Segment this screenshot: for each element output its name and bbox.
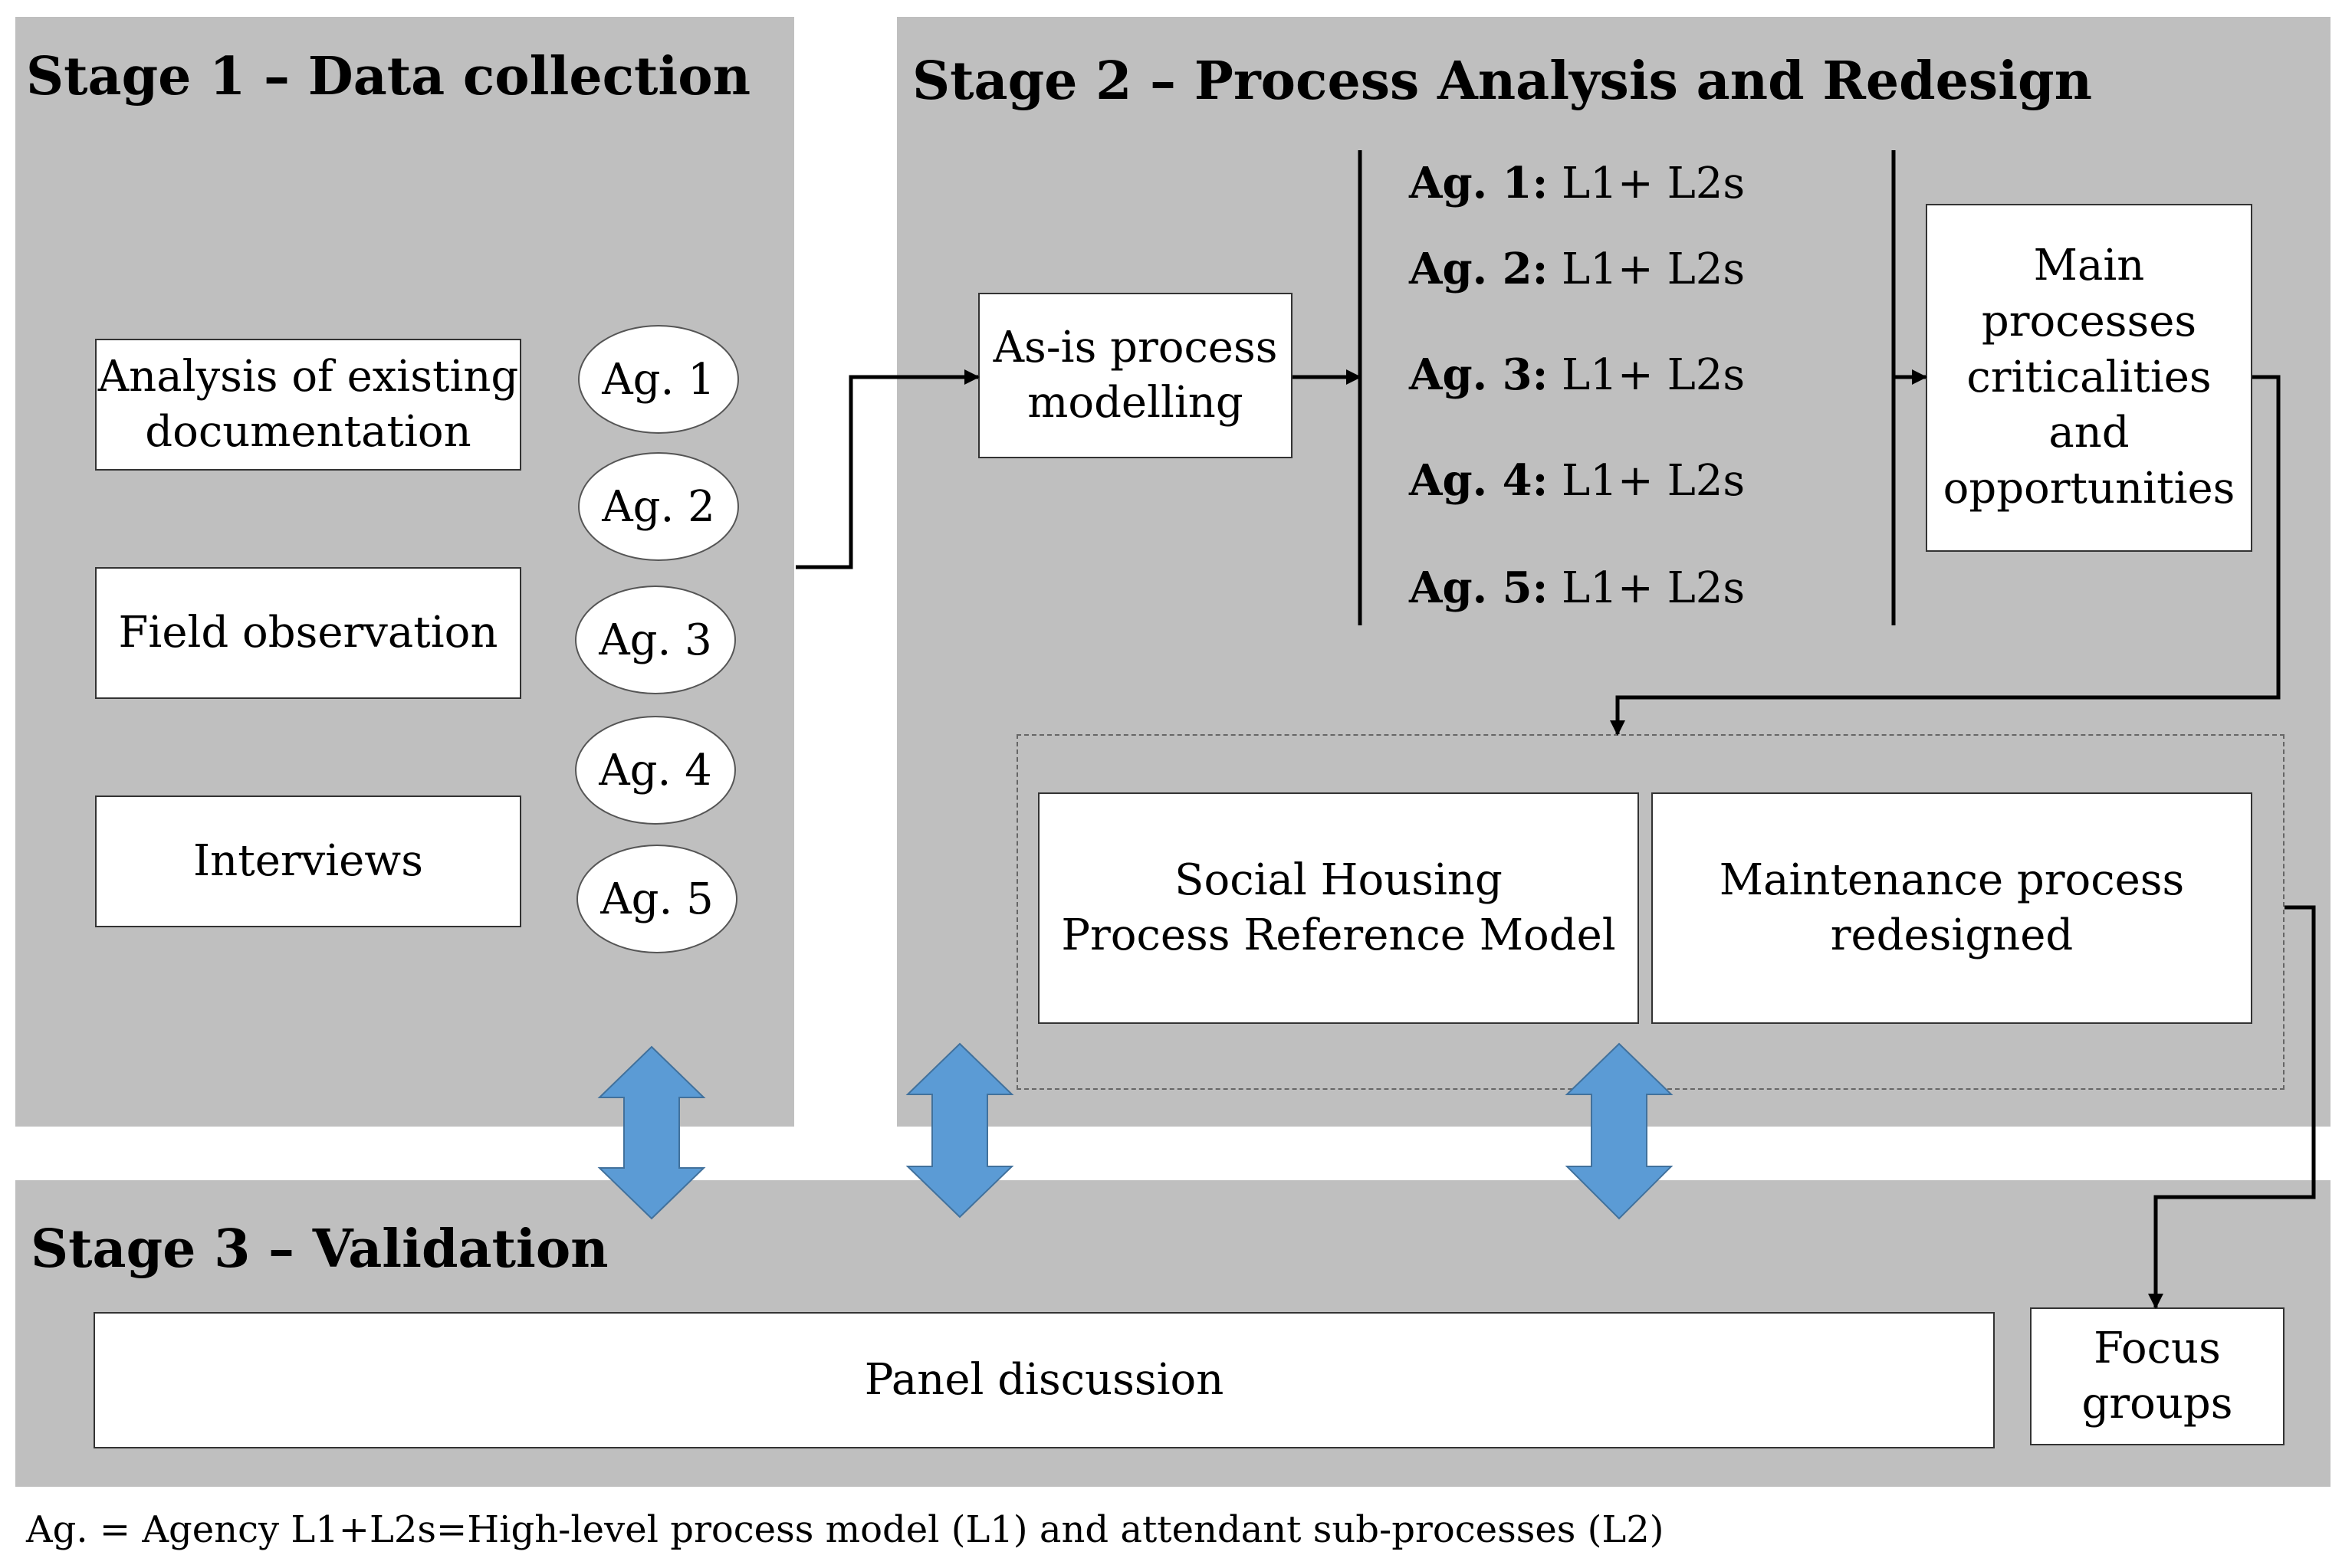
redesigned-process-box: Maintenance process redesigned xyxy=(1651,792,2252,1024)
agency-model-2: Ag. 2: L1+ L2s xyxy=(1409,244,1746,294)
validation-arrow-2 xyxy=(905,1042,1014,1219)
redesigned-to-focus-connector xyxy=(2148,905,2316,1309)
method-documentation-box: Analysis of existing documentation xyxy=(95,339,521,471)
stage2-title: Stage 2 – Process Analysis and Redesign xyxy=(912,51,2093,112)
agency-5-ellipse: Ag. 5 xyxy=(576,845,737,953)
agency-4-ellipse: Ag. 4 xyxy=(575,716,736,825)
panel-discussion-box: Panel discussion xyxy=(94,1312,1995,1448)
criticalities-to-redesign-connector xyxy=(1610,375,2281,736)
agency-1-ellipse: Ag. 1 xyxy=(578,325,739,434)
agency-model-4: Ag. 4: L1+ L2s xyxy=(1409,455,1746,506)
asis-modelling-box: As-is process modelling xyxy=(978,293,1293,458)
method-interviews-box: Interviews xyxy=(95,795,521,927)
agency-2-ellipse: Ag. 2 xyxy=(578,452,739,561)
legend: Ag. = Agency L1+L2s=High-level process m… xyxy=(26,1508,1664,1551)
stage1-to-asis-connector xyxy=(796,369,980,569)
stage1-title: Stage 1 – Data collection xyxy=(26,46,751,107)
validation-arrow-3 xyxy=(1565,1042,1674,1220)
criticalities-box: Main processes criticalities and opportu… xyxy=(1926,204,2252,552)
agency-model-5: Ag. 5: L1+ L2s xyxy=(1409,563,1746,613)
focus-groups-box: Focus groups xyxy=(2030,1307,2285,1445)
agency-model-1: Ag. 1: L1+ L2s xyxy=(1409,158,1746,208)
stage3-title: Stage 3 – Validation xyxy=(31,1219,609,1280)
validation-arrow-1 xyxy=(597,1045,706,1220)
agency-3-ellipse: Ag. 3 xyxy=(575,586,736,694)
reference-model-box: Social Housing Process Reference Model xyxy=(1038,792,1639,1024)
method-field-observation-box: Field observation xyxy=(95,567,521,699)
agency-model-3: Ag. 3: L1+ L2s xyxy=(1409,349,1746,400)
